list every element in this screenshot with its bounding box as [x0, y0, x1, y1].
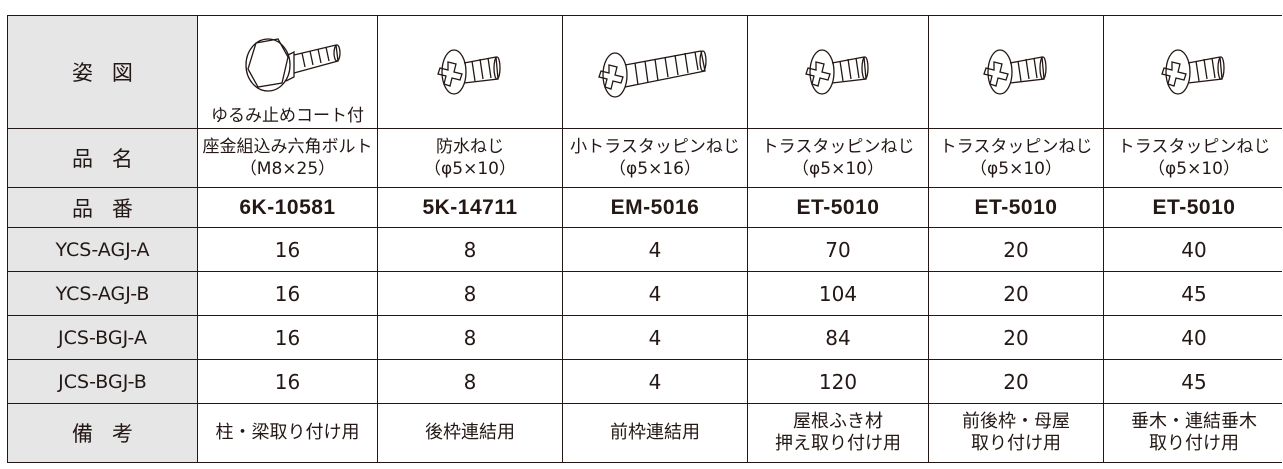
figure-note: ゆるみ止めコート付 [211, 106, 364, 126]
size-line: （φ5×10） [1148, 159, 1240, 179]
part-code: 6K-10581 [197, 187, 378, 228]
size-line: （φ5×10） [792, 159, 884, 179]
note-cell: 柱・梁取り付け用 [197, 403, 378, 463]
quantity-cell: 8 [377, 359, 563, 404]
name-line: 座金組込み六角ボルト [202, 137, 373, 157]
figure-cell [747, 15, 929, 129]
hex-bolt-icon [244, 38, 341, 92]
model-name: JCS-BGJ-A [7, 315, 198, 360]
quantity-cell: 40 [1103, 315, 1282, 360]
model-name: JCS-BGJ-B [7, 359, 198, 404]
notes-row-header: 備考 [7, 403, 198, 463]
part-code: ET-5010 [747, 187, 929, 228]
quantity-cell: 4 [562, 227, 748, 272]
quantity-cell: 120 [747, 359, 929, 404]
quantity-cell: 8 [377, 271, 563, 316]
parts-table: 姿図 ゆるみ止めコート付 [7, 15, 1282, 463]
figure-cell [377, 15, 563, 129]
figure-row: 姿図 ゆるみ止めコート付 [7, 15, 1282, 129]
note-cell: 前後枠・母屋取り付け用 [928, 403, 1104, 463]
quantity-cell: 8 [377, 227, 563, 272]
name-line: トラスタッピンねじ [761, 137, 915, 157]
note-line: 取り付け用 [971, 433, 1061, 454]
size-line: （M8×25） [239, 159, 336, 179]
notes-row: 備考 柱・梁取り付け用 後枠連結用 前枠連結用 屋根ふき材押え取り付け用 前後枠… [7, 403, 1282, 463]
quantity-cell: 20 [928, 271, 1104, 316]
note-line: 前後枠・母屋 [962, 411, 1070, 432]
note-line: 後枠連結用 [425, 422, 515, 443]
size-line: （φ5×10） [970, 159, 1062, 179]
model-row: YCS-AGJ-A 16 8 4 70 20 40 [7, 227, 1282, 272]
part-code: ET-5010 [1103, 187, 1282, 228]
parts-table-wrapper: 姿図 ゆるみ止めコート付 [7, 15, 1282, 469]
note-line: 取り付け用 [1149, 433, 1239, 454]
name-row-header: 品名 [7, 128, 198, 188]
note-cell: 前枠連結用 [562, 403, 748, 463]
phillips-screw-icon [1161, 49, 1225, 95]
quantity-cell: 16 [197, 315, 378, 360]
code-row: 品番 6K-10581 5K-14711 EM-5016 ET-5010 ET-… [7, 187, 1282, 228]
figure-cell: ゆるみ止めコート付 [197, 15, 378, 129]
figure-row-header: 姿図 [7, 15, 198, 129]
quantity-cell: 70 [747, 227, 929, 272]
name-cell: 防水ねじ（φ5×10） [377, 128, 563, 188]
quantity-cell: 4 [562, 359, 748, 404]
size-line: （φ5×16） [609, 159, 701, 179]
note-cell: 垂木・連結垂木取り付け用 [1103, 403, 1282, 463]
note-cell: 屋根ふき材押え取り付け用 [747, 403, 929, 463]
figure-cell [562, 15, 748, 129]
part-code: EM-5016 [562, 187, 748, 228]
name-cell: 座金組込み六角ボルト（M8×25） [197, 128, 378, 188]
model-row: YCS-AGJ-B 16 8 4 104 20 45 [7, 271, 1282, 316]
name-line: 防水ねじ [436, 137, 504, 157]
quantity-cell: 84 [747, 315, 929, 360]
quantity-cell: 4 [562, 315, 748, 360]
size-line: （φ5×10） [424, 159, 516, 179]
note-line: 垂木・連結垂木 [1131, 411, 1257, 432]
name-line: トラスタッピンねじ [939, 137, 1093, 157]
note-line: 押え取り付け用 [775, 433, 901, 454]
quantity-cell: 20 [928, 315, 1104, 360]
model-row: JCS-BGJ-B 16 8 4 120 20 45 [7, 359, 1282, 404]
long-truss-screw-icon [598, 50, 707, 98]
part-code: 5K-14711 [377, 187, 563, 228]
note-cell: 後枠連結用 [377, 403, 563, 463]
quantity-cell: 16 [197, 227, 378, 272]
phillips-screw-icon [805, 49, 869, 95]
quantity-cell: 45 [1103, 271, 1282, 316]
name-line: トラスタッピンねじ [1117, 137, 1271, 157]
name-line: 小トラスタッピンねじ [570, 137, 740, 157]
quantity-cell: 45 [1103, 359, 1282, 404]
quantity-cell: 4 [562, 271, 748, 316]
note-line: 前枠連結用 [610, 422, 700, 443]
model-name: YCS-AGJ-A [7, 227, 198, 272]
figure-cell [928, 15, 1104, 129]
quantity-cell: 16 [197, 359, 378, 404]
part-code: ET-5010 [928, 187, 1104, 228]
model-name: YCS-AGJ-B [7, 271, 198, 316]
name-cell: 小トラスタッピンねじ（φ5×16） [562, 128, 748, 188]
quantity-cell: 40 [1103, 227, 1282, 272]
name-cell: トラスタッピンねじ（φ5×10） [1103, 128, 1282, 188]
quantity-cell: 8 [377, 315, 563, 360]
quantity-cell: 20 [928, 359, 1104, 404]
code-row-header: 品番 [7, 187, 198, 228]
quantity-cell: 104 [747, 271, 929, 316]
phillips-screw-icon [437, 49, 501, 95]
name-cell: トラスタッピンねじ（φ5×10） [928, 128, 1104, 188]
name-cell: トラスタッピンねじ（φ5×10） [747, 128, 929, 188]
quantity-cell: 20 [928, 227, 1104, 272]
model-row: JCS-BGJ-A 16 8 4 84 20 40 [7, 315, 1282, 360]
figure-cell [1103, 15, 1282, 129]
phillips-screw-icon [983, 49, 1047, 95]
quantity-cell: 16 [197, 271, 378, 316]
note-line: 屋根ふき材 [793, 411, 883, 432]
note-line: 柱・梁取り付け用 [215, 422, 360, 443]
name-row: 品名 座金組込み六角ボルト（M8×25） 防水ねじ（φ5×10） 小トラスタッピ… [7, 128, 1282, 188]
